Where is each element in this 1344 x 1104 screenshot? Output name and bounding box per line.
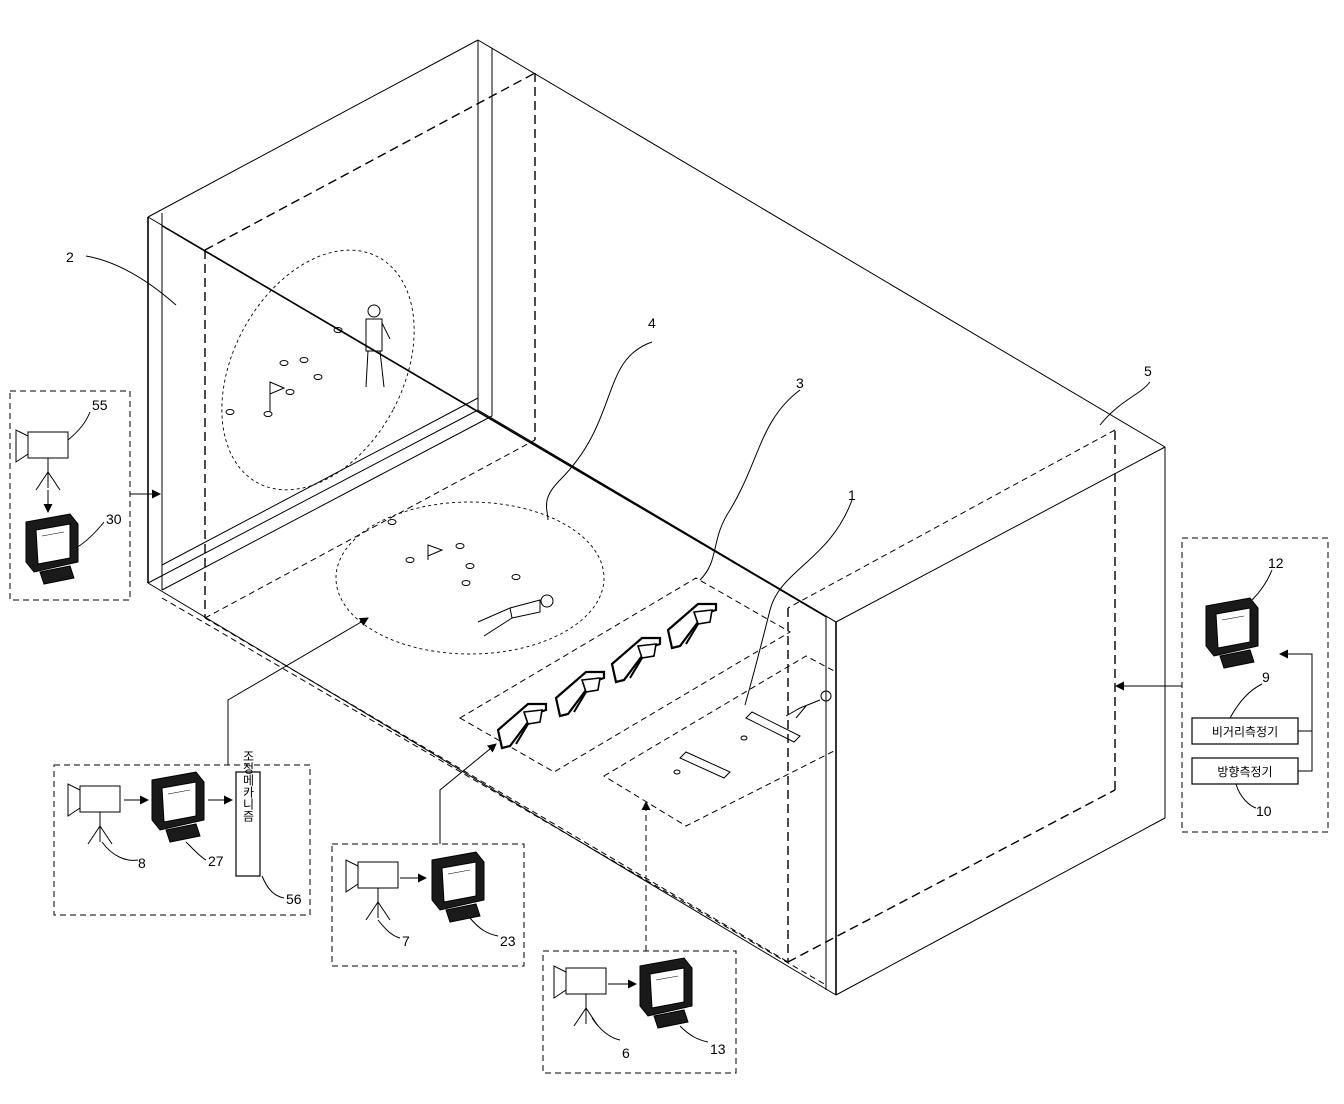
- video-camera-on-tripod-icon: [345, 859, 399, 921]
- label-5: 5: [1144, 363, 1152, 379]
- label-12: 12: [1268, 555, 1284, 571]
- label-8: 8: [138, 855, 146, 871]
- floor-golfer-icon: [387, 519, 554, 637]
- adjust-mechanism-box: [235, 771, 261, 877]
- video-camera-on-tripod-icon: [553, 965, 607, 1027]
- label-6: 6: [622, 1045, 630, 1061]
- label-55: 55: [92, 397, 108, 413]
- label-23: 23: [500, 933, 516, 949]
- label-4: 4: [648, 315, 656, 331]
- label-56: 56: [286, 891, 302, 907]
- label-3: 3: [796, 375, 804, 391]
- direction-meter-box: [1191, 757, 1299, 785]
- group-8-27-56: 조정메카니즘 8 27 56: [53, 617, 369, 916]
- crt-monitor-icon: [151, 771, 205, 843]
- inner-dashed-frame: [161, 72, 1116, 986]
- video-camera-on-tripod-icon: [15, 429, 69, 491]
- crt-monitor-icon: [431, 851, 485, 923]
- pin-flag-icon: [225, 327, 343, 417]
- label-10: 10: [1256, 803, 1272, 819]
- wall-screen-image: [221, 249, 415, 491]
- crt-monitor-icon: [639, 957, 693, 1029]
- floor-screen-image: [335, 501, 605, 655]
- crt-monitor-icon: [25, 513, 79, 585]
- group-6-13: 6 13: [542, 801, 737, 1074]
- mat-area-1: [603, 655, 837, 827]
- label-7: 7: [402, 933, 410, 949]
- reference-numerals: 2 4 3 5 1: [66, 249, 1152, 706]
- group-7-23: 7 23: [331, 743, 525, 967]
- label-30: 30: [106, 511, 122, 527]
- label-13: 13: [710, 1041, 726, 1057]
- label-2: 2: [66, 249, 74, 265]
- group-12-9-10: 12 비거리측정기 방향측정기 9 10: [1115, 537, 1329, 833]
- golfer-figure-icon: [365, 304, 391, 388]
- tee-area-3: [459, 577, 791, 773]
- crt-monitor-icon: [1205, 597, 1259, 669]
- enclosure-box: [147, 39, 1166, 996]
- video-camera-on-tripod-icon: [67, 783, 121, 845]
- label-1: 1: [848, 487, 856, 503]
- mat-area-contents: [673, 690, 832, 779]
- label-27: 27: [208, 853, 224, 869]
- group-55-30: 55 30: [9, 390, 161, 601]
- label-9: 9: [1262, 669, 1270, 685]
- adjust-mechanism-label: 조정메카니즘: [241, 750, 255, 822]
- distance-meter-label: 비거리측정기: [1212, 725, 1278, 739]
- direction-meter-label: 방향측정기: [1217, 765, 1272, 779]
